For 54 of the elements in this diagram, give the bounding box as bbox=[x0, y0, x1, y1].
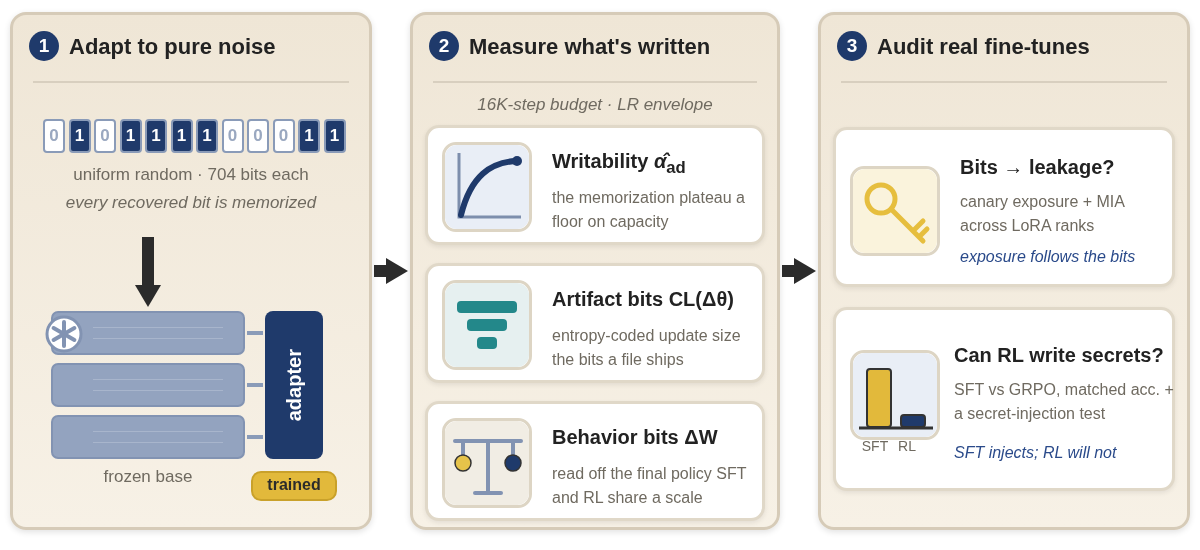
frozen-layer-bar bbox=[51, 363, 245, 407]
arrow bbox=[782, 258, 816, 284]
bit-cell: 1 bbox=[145, 119, 167, 153]
adapter-block: adapter bbox=[265, 311, 323, 459]
axis-label: RL bbox=[897, 438, 917, 454]
step-panel bbox=[10, 12, 372, 530]
card-note: exposure follows the bits bbox=[960, 248, 1136, 266]
card-description: read off the final policy SFT and RL share a scale bbox=[552, 464, 748, 508]
bit-cell: 1 bbox=[196, 119, 218, 153]
card-title: Artifact bits CL(Δθ) bbox=[552, 288, 734, 311]
bit-cell: 1 bbox=[323, 119, 346, 153]
metric-card bbox=[425, 401, 765, 521]
bit-cell: 0 bbox=[94, 119, 116, 153]
caption-note: 16K-step budget · LR envelope bbox=[476, 95, 714, 115]
card-description: entropy-coded update size the bits a file ships bbox=[552, 326, 742, 370]
step-panel bbox=[410, 12, 780, 530]
connector-line bbox=[247, 383, 263, 387]
card-title: Behavior bits ΔW bbox=[552, 426, 718, 449]
card-title: Bits → leakage? bbox=[960, 156, 1115, 179]
frozen-layer-bar bbox=[51, 415, 245, 459]
bit-cell: 0 bbox=[272, 119, 295, 153]
arrow bbox=[374, 258, 408, 284]
card-note: SFT injects; RL will not bbox=[954, 444, 1117, 462]
bit-cell: 1 bbox=[170, 119, 193, 153]
metric-card bbox=[425, 263, 765, 383]
bit-cell: 0 bbox=[247, 119, 269, 153]
panel-title: Audit real fine-tunes bbox=[877, 34, 1090, 60]
axis-label: SFT bbox=[860, 438, 890, 454]
caption: uniform random · 704 bits each bbox=[72, 165, 310, 185]
metric-card bbox=[833, 127, 1175, 287]
step-panel bbox=[818, 12, 1190, 530]
metric-card bbox=[425, 125, 765, 245]
card-description: canary exposure + MIA across LoRA ranks bbox=[960, 192, 1126, 236]
metric-card bbox=[833, 307, 1175, 491]
card-title: Can RL write secrets? bbox=[954, 344, 1164, 367]
panel-title: Adapt to pure noise bbox=[69, 34, 276, 60]
step-number: 1 bbox=[29, 31, 59, 61]
bit-cell: 0 bbox=[43, 119, 65, 153]
arrow bbox=[135, 237, 161, 307]
connector-line bbox=[247, 331, 263, 335]
card-title: Writability α̂$_{ad}$ bbox=[552, 150, 686, 178]
bit-cell: 1 bbox=[298, 119, 320, 153]
card-description: SFT vs GRPO, matched acc. + a secret-injection test bbox=[954, 380, 1174, 424]
trained-badge: trained bbox=[251, 471, 337, 501]
step-number: 2 bbox=[429, 31, 459, 61]
step-number: 3 bbox=[837, 31, 867, 61]
bit-cell: 1 bbox=[68, 119, 91, 153]
card-description: the memorization plateau a floor on capacity bbox=[552, 188, 746, 232]
bit-cell: 0 bbox=[221, 119, 244, 153]
panel-title: Measure what's written bbox=[469, 34, 711, 60]
connector-line bbox=[247, 435, 263, 439]
caption: frozen base bbox=[102, 467, 194, 487]
caption-note: every recovered bit is memorized bbox=[64, 193, 318, 213]
bit-cell: 1 bbox=[119, 119, 142, 153]
